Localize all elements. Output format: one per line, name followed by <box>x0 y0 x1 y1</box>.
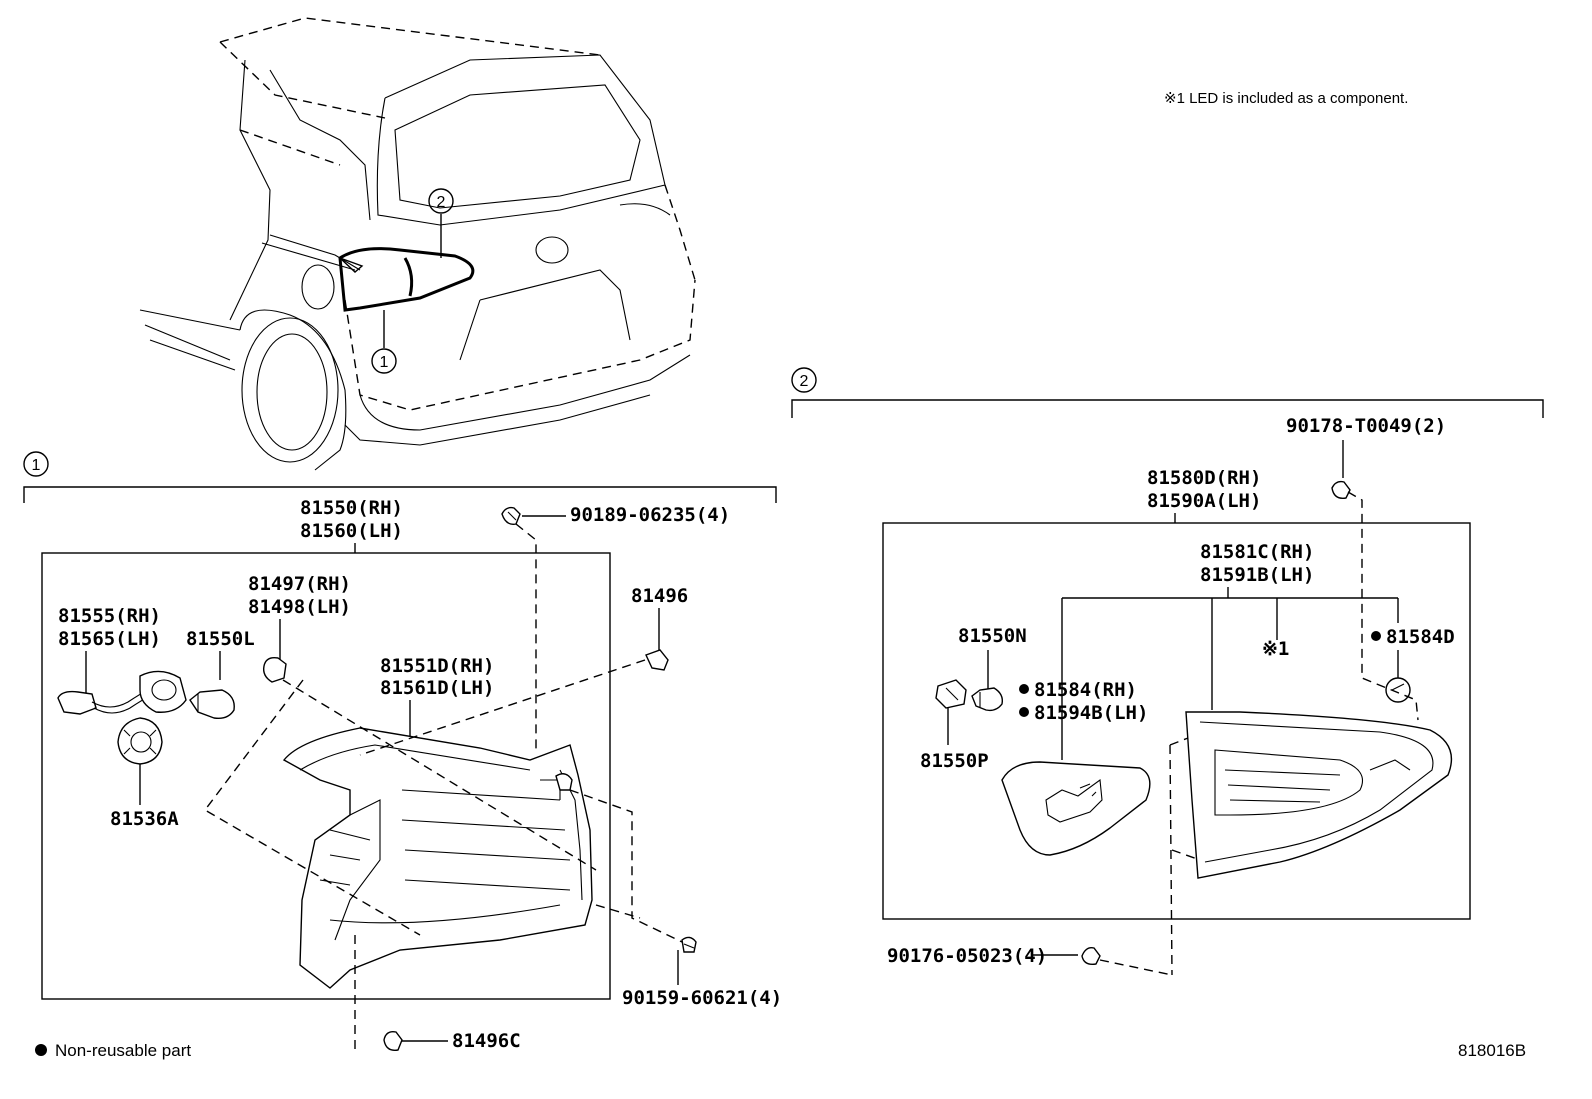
s2-socket-p-shape <box>935 679 967 709</box>
legend-text: Non-reusable part <box>55 1041 191 1060</box>
legend-dot <box>35 1044 47 1056</box>
s1-screw-bottom-shape <box>681 936 697 953</box>
s1-bulb: 81550L <box>186 628 255 650</box>
s2-assy-lh: 81590A(LH) <box>1147 490 1261 512</box>
s2-screw-top-shape <box>1331 480 1351 499</box>
s1-socket-lh: 81565(LH) <box>58 628 161 650</box>
s1-socket-a-shape <box>117 717 163 765</box>
s1-socket-a: 81536A <box>110 808 179 830</box>
s2-gasket-rh: 81584(RH) <box>1034 679 1137 701</box>
s1-bulb-shape <box>189 689 235 720</box>
section-2-marker <box>791 367 817 393</box>
s1-clip-c: 81496C <box>452 1030 521 1052</box>
s2-gasket-d: 81584D <box>1386 626 1455 648</box>
s1-clip-c-shape <box>383 1030 403 1051</box>
section-1-bracket <box>23 486 777 503</box>
s2-lens-shape <box>1185 711 1453 879</box>
s2-socket-p: 81550P <box>920 750 989 772</box>
s1-screw-top-shape <box>501 506 521 525</box>
s1-lens-rh: 81551D(RH) <box>380 655 494 677</box>
callout-2-car <box>428 188 454 214</box>
s2-gasket-lh: 81594B(LH) <box>1034 702 1148 724</box>
section-2-bracket <box>791 399 1544 418</box>
s1-lens-lh: 81561D(LH) <box>380 677 494 699</box>
s2-screw-top: 90178-T0049(2) <box>1286 415 1446 437</box>
s2-bulb-n: 81550N <box>958 625 1027 647</box>
s2-screw-bottom-shape <box>1081 946 1101 966</box>
s2-bulb-n-shape <box>971 687 1004 712</box>
s1-socket-rh: 81555(RH) <box>58 605 161 627</box>
s1-screw-top: 90189-06235(4) <box>570 504 730 526</box>
s1-clip-shape <box>645 649 669 671</box>
s1-screw-bottom: 90159-60621(4) <box>622 987 782 1009</box>
s1-socket-wire <box>57 670 187 715</box>
s1-cushion-shape <box>262 656 287 683</box>
s1-assy-lh: 81560(LH) <box>300 520 403 542</box>
s2-assy-rh: 81580D(RH) <box>1147 467 1261 489</box>
section-1-marker <box>23 451 49 477</box>
s2-nonreusable-dot-rh <box>1019 684 1029 694</box>
vehicle-illustration <box>139 17 696 471</box>
s1-cushion-lh: 81498(LH) <box>248 596 351 618</box>
s2-screw-bottom: 90176-05023(4) <box>887 945 1047 967</box>
section-1-marker-label: 1 <box>32 457 41 474</box>
s1-tail-lamp-housing <box>282 727 593 989</box>
section-2-marker-label: 2 <box>800 373 809 390</box>
s2-nonreusable-dot-d <box>1371 631 1381 641</box>
callout-1-car <box>371 348 397 374</box>
section-1-assembly-box <box>41 552 611 1000</box>
s2-lens-rh: 81581C(RH) <box>1200 541 1314 563</box>
s2-gasket-d-shape <box>1385 677 1411 703</box>
section-2-assembly-box <box>882 522 1471 920</box>
s2-lens-lh: 81591B(LH) <box>1200 564 1314 586</box>
figure-code: 818016B <box>1458 1041 1526 1060</box>
s1-clip: 81496 <box>631 585 688 607</box>
s2-nonreusable-dot-lh <box>1019 707 1029 717</box>
led-note: ※1 LED is included as a component. <box>1164 90 1408 107</box>
callout-2-car-label: 2 <box>437 194 446 211</box>
callout-1-car-label: 1 <box>380 354 389 371</box>
s2-led-ref: ※1 <box>1262 638 1289 660</box>
s1-assy-rh: 81550(RH) <box>300 497 403 519</box>
s1-cushion-rh: 81497(RH) <box>248 573 351 595</box>
s2-gasket-plate <box>1001 761 1151 856</box>
